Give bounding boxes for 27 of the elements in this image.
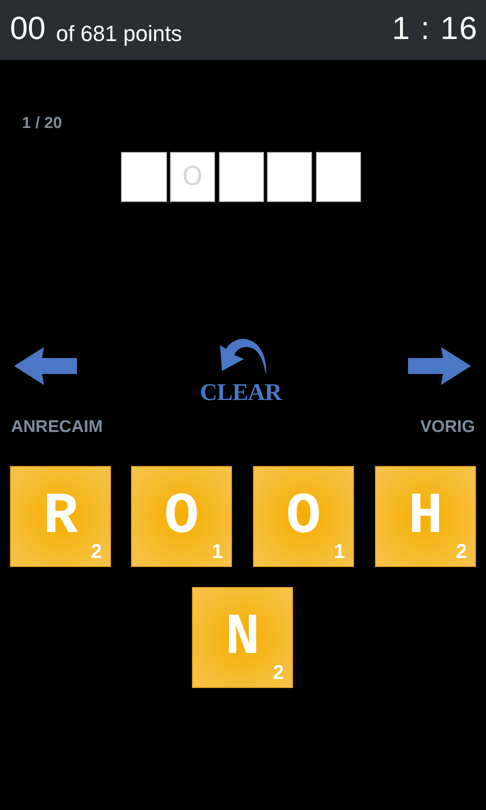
tile-letter: O: [285, 489, 322, 547]
letter-tile: [131, 466, 232, 567]
previous-label: VORIG: [420, 418, 475, 435]
letter-tile: [375, 466, 476, 567]
score-text: 00: [10, 12, 46, 44]
answer-slot: [267, 152, 312, 202]
clear-label: CLEAR: [200, 380, 282, 407]
tile-letter: R: [42, 489, 79, 547]
letter-tile: [192, 587, 293, 688]
tile-letter: N: [224, 610, 261, 668]
answer-slot: [219, 152, 264, 202]
points-total-text: of 681 points: [56, 23, 182, 45]
timer-text: 1 : 16: [392, 12, 478, 44]
tile-score: 2: [272, 663, 284, 683]
answer-slot: [121, 152, 167, 202]
tile-letter: O: [163, 489, 200, 547]
shuffle-label: ANRECAIM: [11, 418, 103, 435]
tile-letter: H: [407, 489, 444, 547]
answer-slot: [170, 152, 215, 202]
tile-score: 1: [212, 542, 223, 562]
tile-score: 2: [90, 542, 102, 562]
answer-slot: [316, 152, 361, 202]
tile-score: 1: [334, 542, 345, 562]
progress-counter: 1 / 20: [22, 116, 62, 132]
tile-score: 2: [456, 542, 467, 562]
letter-tile: [253, 466, 354, 567]
letter-tile: [10, 466, 111, 567]
